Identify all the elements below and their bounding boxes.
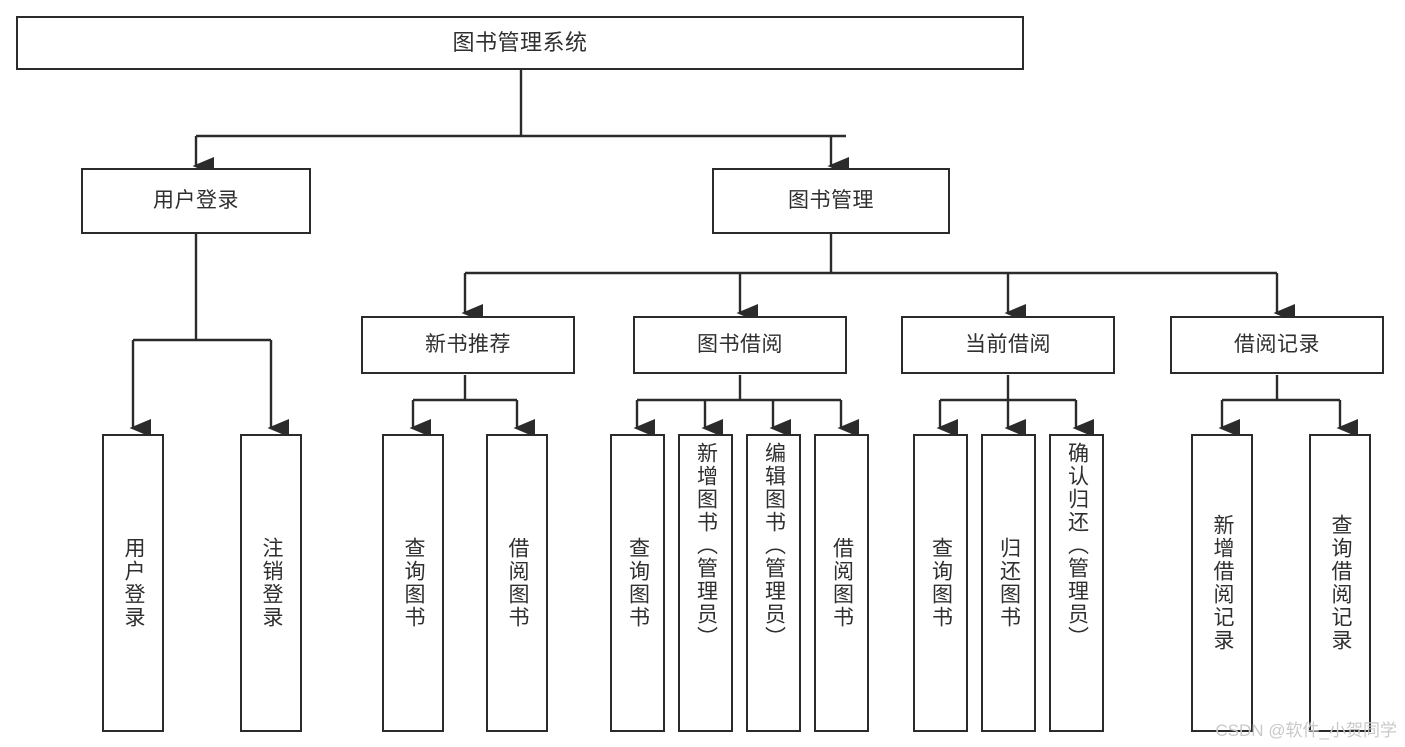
- node-leaf-borrow-book-1[interactable]: 借阅图书: [486, 434, 548, 732]
- node-leaf-confirm-return[interactable]: 确认归还（管理员）: [1049, 434, 1104, 732]
- node-label: 借阅图书: [506, 537, 530, 629]
- node-label: 查询图书: [929, 537, 953, 629]
- node-leaf-user-login[interactable]: 用户登录: [102, 434, 164, 732]
- node-user-login[interactable]: 用户登录: [81, 168, 311, 234]
- node-label: 新增借阅记录: [1211, 514, 1235, 652]
- node-leaf-query-record[interactable]: 查询借阅记录: [1309, 434, 1371, 732]
- node-leaf-add-book[interactable]: 新增图书（管理员）: [678, 434, 733, 732]
- node-label: 当前借阅: [965, 332, 1051, 356]
- node-label: 新增图书（管理员）: [694, 442, 718, 649]
- node-label: 归还图书: [997, 537, 1021, 629]
- node-label: 借阅记录: [1234, 332, 1320, 356]
- node-leaf-return-book[interactable]: 归还图书: [981, 434, 1036, 732]
- node-label: 查询图书: [402, 537, 426, 629]
- node-current-borrow[interactable]: 当前借阅: [901, 316, 1115, 374]
- node-label: 注销登录: [260, 537, 284, 629]
- node-leaf-logout[interactable]: 注销登录: [240, 434, 302, 732]
- node-label: 借阅图书: [830, 537, 854, 629]
- node-root-book-management-system[interactable]: 图书管理系统: [16, 16, 1024, 70]
- node-label: 图书借阅: [697, 332, 783, 356]
- csdn-watermark: CSDN @软件_小贺同学: [1215, 721, 1397, 740]
- node-book-borrow[interactable]: 图书借阅: [633, 316, 847, 374]
- node-borrow-record[interactable]: 借阅记录: [1170, 316, 1384, 374]
- node-label: 查询图书: [626, 537, 650, 629]
- node-label: 用户登录: [153, 188, 239, 212]
- node-label: 图书管理系统: [452, 30, 588, 56]
- node-leaf-query-book-1[interactable]: 查询图书: [382, 434, 444, 732]
- node-label: 确认归还（管理员）: [1065, 442, 1089, 649]
- node-label: 查询借阅记录: [1329, 514, 1353, 652]
- node-label: 图书管理: [788, 188, 874, 212]
- node-leaf-add-record[interactable]: 新增借阅记录: [1191, 434, 1253, 732]
- node-label: 用户登录: [122, 537, 146, 629]
- node-book-manage[interactable]: 图书管理: [712, 168, 950, 234]
- node-leaf-query-book-2[interactable]: 查询图书: [610, 434, 665, 732]
- node-leaf-query-book-3[interactable]: 查询图书: [913, 434, 968, 732]
- node-new-book-recommend[interactable]: 新书推荐: [361, 316, 575, 374]
- node-label: 编辑图书（管理员）: [762, 442, 786, 649]
- node-leaf-edit-book[interactable]: 编辑图书（管理员）: [746, 434, 801, 732]
- node-label: 新书推荐: [425, 332, 511, 356]
- node-leaf-borrow-book-2[interactable]: 借阅图书: [814, 434, 869, 732]
